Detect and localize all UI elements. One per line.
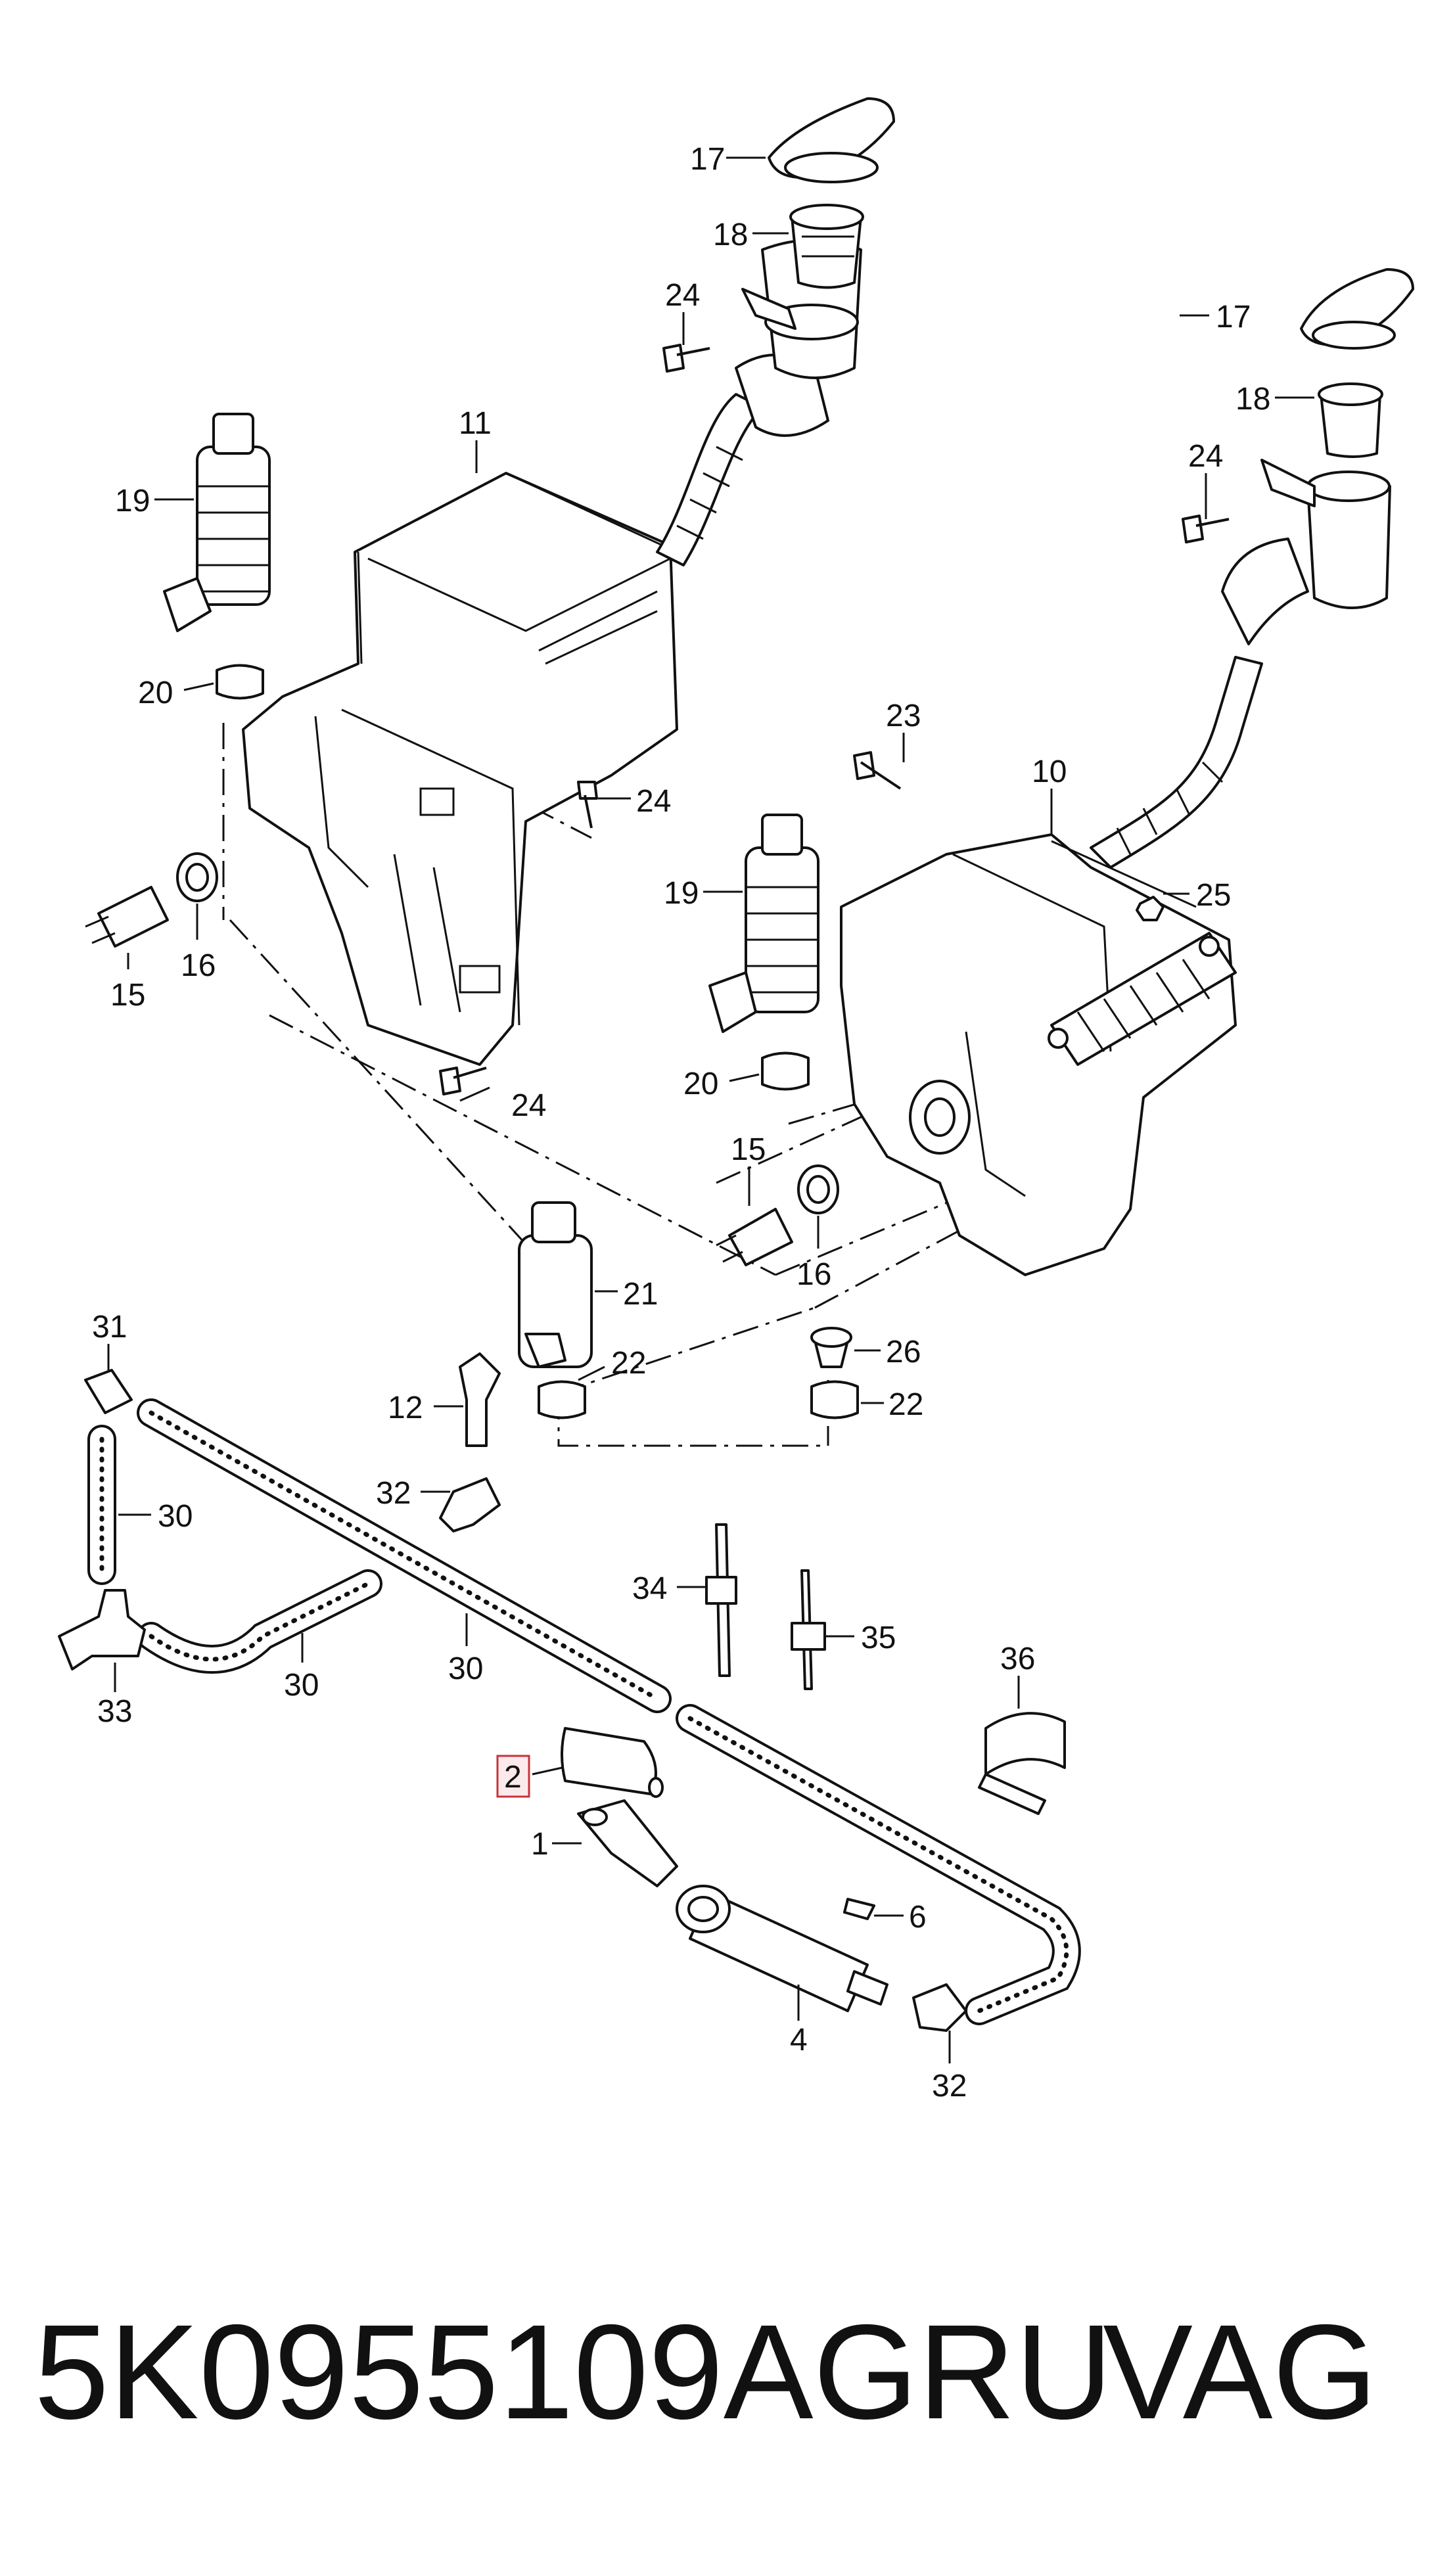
plug-26 — [810, 1327, 852, 1368]
leader-lines — [107, 156, 1314, 2063]
seal-ring-16-left — [176, 852, 218, 902]
callout-17: 17 — [690, 142, 725, 177]
callout-30: 30 — [448, 1651, 483, 1686]
callout-24: 24 — [511, 1088, 546, 1123]
retainer-36 — [978, 1712, 1066, 1815]
reservoir-right — [840, 538, 1309, 1276]
callout-labels: 17 18 24 11 19 20 24 23 10 17 18 24 25 1… — [92, 142, 1270, 2104]
callout-36: 36 — [1000, 1642, 1035, 1676]
connector-31 — [84, 1369, 133, 1414]
filler-neck-left — [741, 97, 895, 379]
callout-19: 19 — [664, 876, 699, 911]
level-sensor-15-left — [85, 886, 169, 948]
callout-26: 26 — [886, 1335, 921, 1369]
pump-left-19 — [163, 413, 271, 632]
screw-23 — [853, 751, 902, 790]
callout-31: 31 — [92, 1310, 127, 1345]
pump-right-19 — [708, 814, 819, 1033]
callout-16: 16 — [181, 948, 216, 983]
cover-cap-2 — [561, 1727, 664, 1798]
callout-25: 25 — [1196, 878, 1231, 913]
cable-tie-34 — [705, 1523, 737, 1677]
level-sensor-15-right — [716, 1208, 793, 1266]
callout-6: 6 — [909, 1900, 927, 1935]
callout-20: 20 — [138, 676, 173, 710]
callout-17: 17 — [1216, 300, 1251, 334]
part-number: 5K0955109AGRU — [34, 2297, 1113, 2447]
callout-19: 19 — [115, 484, 150, 518]
connector-32-lower — [912, 1983, 967, 2032]
callout-15: 15 — [731, 1132, 766, 1167]
callout-2: 2 — [504, 1760, 522, 1795]
callout-35: 35 — [861, 1621, 896, 1655]
callout-18: 18 — [713, 218, 748, 252]
filler-neck-right — [1260, 268, 1414, 609]
screws-24 — [439, 344, 1230, 1095]
callout-15: 15 — [110, 978, 145, 1013]
nut-25 — [1136, 896, 1165, 921]
callout-20: 20 — [683, 1067, 718, 1101]
callout-32: 32 — [376, 1476, 411, 1511]
callout-23: 23 — [886, 699, 921, 733]
callout-22: 22 — [611, 1346, 646, 1381]
grommet-22-right — [810, 1380, 859, 1419]
callout-4: 4 — [790, 2023, 808, 2058]
callout-30: 30 — [284, 1668, 319, 1703]
screw-6 — [843, 1898, 875, 1920]
reservoir-left — [242, 354, 829, 1066]
callout-22: 22 — [888, 1387, 923, 1422]
hoses-30 — [87, 1398, 1081, 2025]
callout-12: 12 — [388, 1391, 423, 1425]
callout-21: 21 — [623, 1277, 658, 1312]
brand-label: VAG — [1103, 2297, 1377, 2447]
callout-33: 33 — [97, 1694, 132, 1729]
callout-1: 1 — [531, 1827, 549, 1862]
elbow-12 — [459, 1352, 501, 1447]
cylinder-4 — [676, 1885, 888, 2012]
pump-21 — [518, 1201, 593, 1368]
callout-32: 32 — [932, 2069, 967, 2104]
callout-11: 11 — [459, 406, 492, 441]
callout-10: 10 — [1032, 754, 1067, 789]
callout-30: 30 — [158, 1499, 193, 1534]
nozzle-1 — [577, 1799, 678, 1887]
connector-32-upper — [439, 1477, 501, 1532]
callout-24: 24 — [1188, 439, 1223, 474]
callout-18: 18 — [1235, 382, 1270, 417]
clip-35 — [791, 1569, 826, 1690]
seal-ring-16-right — [797, 1164, 839, 1214]
grommets-20 — [216, 664, 810, 1091]
callout-16: 16 — [796, 1257, 831, 1292]
highlight-box — [496, 1755, 530, 1798]
tee-33 — [58, 1589, 146, 1670]
grommet-22-left — [538, 1380, 586, 1419]
callout-34: 34 — [632, 1571, 667, 1606]
callout-24: 24 — [636, 784, 671, 819]
callout-24: 24 — [665, 278, 700, 313]
